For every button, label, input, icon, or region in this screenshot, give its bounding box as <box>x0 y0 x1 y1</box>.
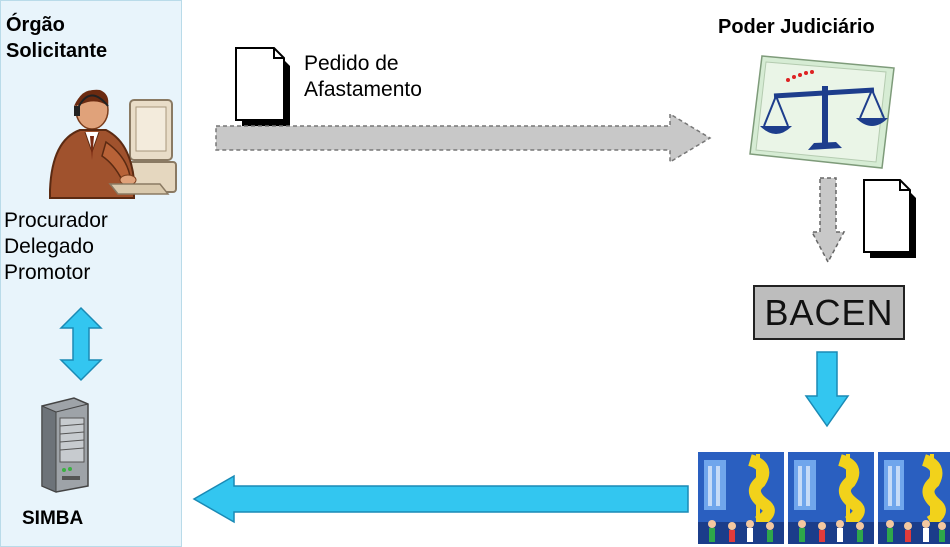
role-promotor: Promotor <box>4 261 91 284</box>
request-label: Pedido de Afastamento <box>304 51 422 103</box>
bacen-box: BACEN <box>753 285 905 340</box>
judiciary-label: Poder Judiciário <box>718 16 875 38</box>
title-line-2: Solicitante <box>6 40 108 62</box>
judiciary-to-bacen-arrow <box>810 177 846 264</box>
bank-money-icon <box>788 452 874 544</box>
return-arrow <box>192 474 689 524</box>
bank-money-icon <box>878 452 950 544</box>
request-label-line-1: Pedido de <box>304 52 399 75</box>
document-icon <box>235 47 290 126</box>
bank-money-icon <box>698 452 784 544</box>
title-line-1: Órgão <box>6 14 65 36</box>
simba-label: SIMBA <box>22 508 84 529</box>
requesting-body-title: Órgão Solicitante <box>6 12 107 64</box>
user-at-computer-icon <box>49 89 177 199</box>
scales-of-justice-icon <box>749 55 895 169</box>
request-label-line-2: Afastamento <box>304 78 422 101</box>
role-delegado: Delegado <box>4 235 94 258</box>
role-procurador: Procurador <box>4 209 108 232</box>
document-icon <box>863 179 916 258</box>
bidirectional-arrow-icon <box>59 306 103 382</box>
server-icon <box>41 397 89 493</box>
bacen-to-banks-arrow <box>804 351 850 428</box>
request-arrow <box>215 112 712 164</box>
roles-list: Procurador Delegado Promotor <box>4 208 108 286</box>
